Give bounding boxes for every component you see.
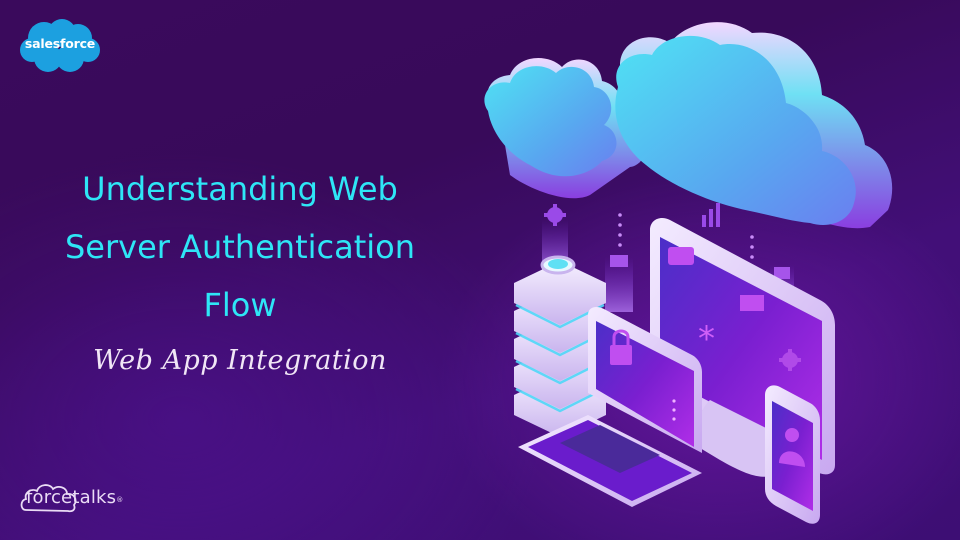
isometric-cloud-devices-illustration: * xyxy=(470,15,960,540)
server-stack xyxy=(514,255,606,437)
page-title: Understanding Web Server Authentication … xyxy=(40,160,440,334)
folder-icon xyxy=(774,267,790,279)
chat-bubble-icon xyxy=(668,247,694,265)
title-line-1: Understanding Web xyxy=(82,170,398,208)
subtitle: Web App Integration xyxy=(93,345,387,376)
salesforce-logo: salesforce xyxy=(18,16,102,76)
keyboard xyxy=(560,425,660,473)
salesforce-cloud-icon xyxy=(20,19,100,72)
mail-icon xyxy=(610,255,628,267)
server-light xyxy=(548,259,568,269)
smartphone xyxy=(765,385,820,524)
forcetalks-wordmark: forcetalks xyxy=(26,487,117,508)
server-disk xyxy=(514,261,606,437)
forcetalks-logo: forcetalks® xyxy=(18,480,138,516)
gear-icon xyxy=(544,204,566,226)
forcetalks-cloud-outline-icon xyxy=(20,484,77,513)
registered-mark: ® xyxy=(116,496,124,504)
lock-icon xyxy=(610,329,632,365)
bar-chart-icon xyxy=(702,203,720,227)
cloud-large xyxy=(615,22,893,229)
asterisk-icon: * xyxy=(698,319,715,359)
card-icon xyxy=(740,295,764,311)
salesforce-logo-text: salesforce xyxy=(24,36,96,51)
cloud-small xyxy=(484,57,646,199)
title-line-2: Server Authentication xyxy=(64,228,415,266)
gear-icon-monitor xyxy=(779,349,801,371)
laptop-dots xyxy=(672,399,676,421)
user-icon xyxy=(779,428,805,467)
dotted-line-1 xyxy=(618,213,622,247)
forcetalks-logo-text: forcetalks® xyxy=(26,487,123,508)
laptop xyxy=(518,307,702,507)
title-line-3: Flow xyxy=(203,286,277,324)
